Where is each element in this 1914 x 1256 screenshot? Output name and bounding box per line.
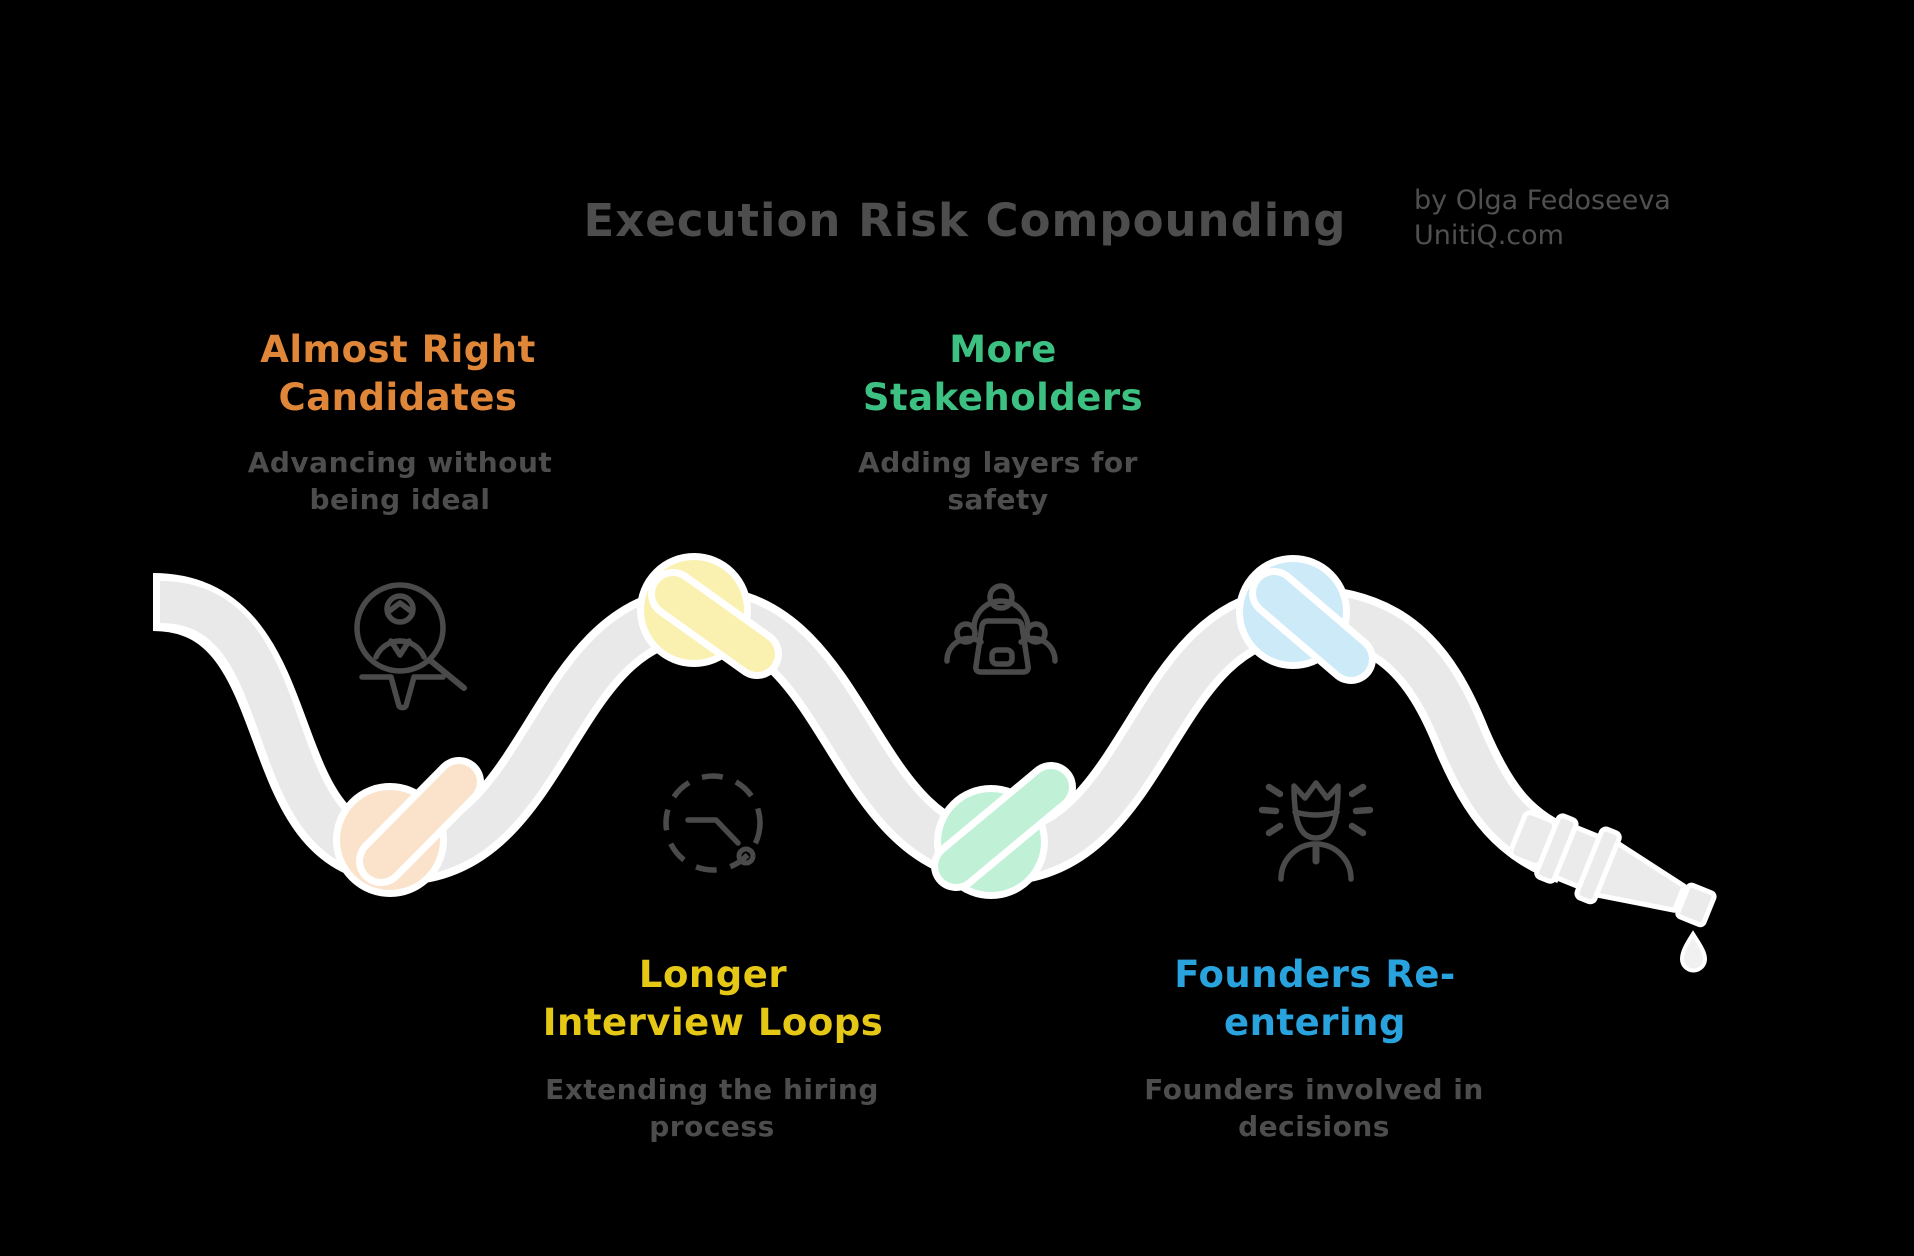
byline: by Olga Fedoseeva UnitiQ.com: [1414, 185, 1671, 251]
knot-longer-interview-loops: [637, 553, 782, 679]
founder-crown-icon: [1258, 780, 1374, 882]
step-label-longer-interview-loops: Longer Interview Loops: [542, 953, 884, 1044]
step-description-almost-right-candidates: Advancing without being ideal: [247, 446, 553, 516]
step-label-founders-re-entering: Founders Re- entering: [1174, 953, 1456, 1044]
knot-more-stakeholders: [931, 762, 1076, 899]
clock-icon: [663, 773, 763, 873]
candidate-search-icon: [354, 582, 467, 711]
knot-almost-right-candidates: [333, 757, 484, 897]
step-label-more-stakeholders: More Stakeholders: [862, 328, 1144, 419]
page-title: Execution Risk Compounding: [583, 194, 1347, 247]
stakeholders-icon: [944, 583, 1058, 675]
knot-founders-re-entering: [1236, 555, 1376, 684]
water-drop: [1679, 930, 1708, 973]
step-description-founders-re-entering: Founders involved in decisions: [1144, 1073, 1484, 1143]
step-label-almost-right-candidates: Almost Right Candidates: [260, 328, 536, 419]
step-description-more-stakeholders: Adding layers for safety: [858, 446, 1138, 516]
step-description-longer-interview-loops: Extending the hiring process: [545, 1073, 879, 1143]
hose-nozzle: [1508, 810, 1717, 928]
